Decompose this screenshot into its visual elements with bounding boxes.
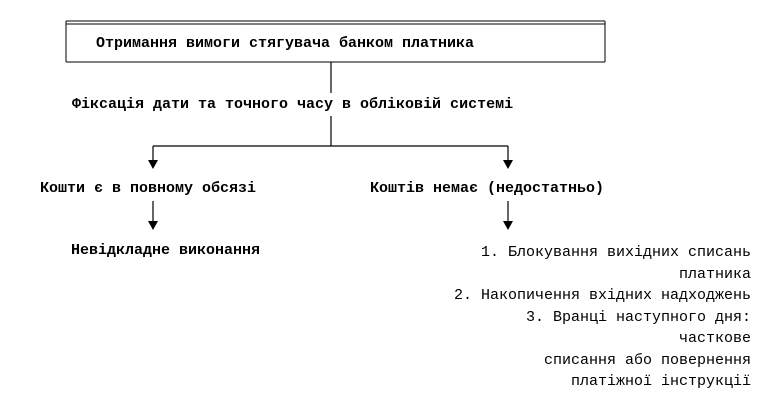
- step-line: платника: [678, 265, 751, 283]
- step-line: часткове: [678, 330, 751, 347]
- fixation-text: Фіксація дати та точного часу в облікові…: [72, 96, 514, 113]
- right-arrow2-head: [503, 221, 513, 230]
- right-condition-text: Коштів немає (недостатньо): [370, 180, 605, 197]
- top-box-text: Отримання вимоги стягувача банком платни…: [96, 35, 475, 52]
- left-result-text: Невідкладне виконання: [71, 242, 261, 259]
- left-arrow-head: [148, 160, 158, 169]
- step-line: 3. Вранці наступного дня:: [525, 308, 751, 326]
- step-line: платіжної інструкції: [570, 373, 751, 390]
- step-line: 2. Накопичення вхідних надходжень: [453, 287, 751, 304]
- top-box-frame: [65, 20, 606, 63]
- step-line: 1. Блокування вихідних списань: [480, 244, 751, 261]
- right-arrow-head: [503, 160, 513, 169]
- left-arrow2-head: [148, 221, 158, 230]
- step-line: списання або повернення: [543, 351, 751, 369]
- left-condition-text: Кошти є в повному обсязі: [40, 180, 257, 197]
- right-steps: 1. Блокування вихідних списань платника …: [351, 242, 751, 393]
